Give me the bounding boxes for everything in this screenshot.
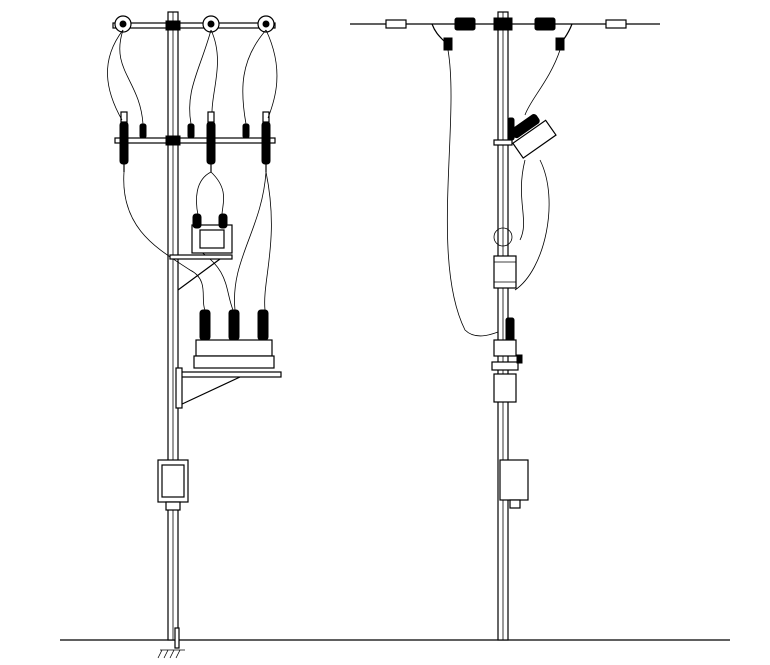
side-view [350,11,660,641]
control-box-side [499,459,529,509]
transformer [169,213,233,291]
tilted-cutout [510,114,557,159]
lower-crossarm [114,135,276,146]
overhead-line [350,17,660,51]
front-view [107,11,282,659]
pin-insulators [139,123,250,139]
top-crossarm [112,15,276,33]
control-box [157,459,189,511]
pole [157,11,185,659]
jumper-wires [107,29,278,311]
side-wires [446,49,561,337]
recloser [175,309,282,409]
recloser-side [491,317,523,403]
fuse-cutouts [119,111,271,172]
transformer-side [493,255,517,289]
